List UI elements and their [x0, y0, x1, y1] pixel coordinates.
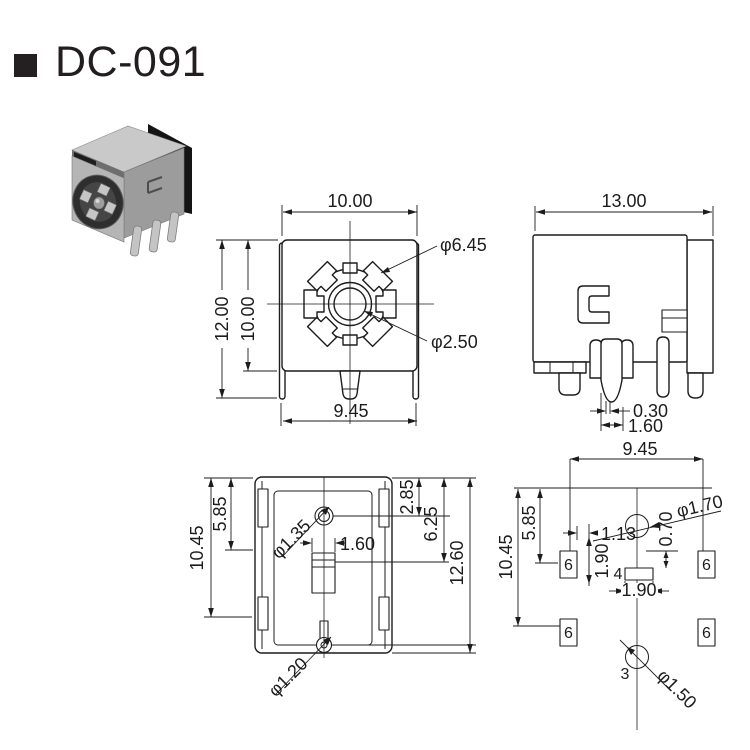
- side-dimensions: [534, 206, 714, 431]
- pad-label-top-right: 6: [702, 557, 711, 574]
- side-outline: [532, 234, 714, 403]
- dim-front-total-height: 12.00: [212, 296, 232, 341]
- pcb-slot-label: 4: [614, 566, 623, 583]
- dim-pcb-upper-height: 5.85: [519, 505, 539, 540]
- product-photo: [71, 124, 192, 257]
- front-dim-labels: 10.00 12.00 10.00 9.45 φ6.45 φ2.50: [212, 191, 487, 421]
- dim-pcb-pitch: 1.90: [592, 543, 612, 578]
- dim-front-top-width: 10.00: [327, 191, 372, 211]
- part-number: DC-091: [55, 38, 207, 86]
- photo-pins: [129, 211, 180, 257]
- dim-front-bottom-width: 9.45: [333, 401, 368, 421]
- dim-label-backer: [621, 583, 658, 598]
- dim-front-barrel-dia: φ6.45: [440, 235, 487, 255]
- pcb-dim-labels: 9.45 10.45 5.85 φ1.70 1.13 0.70 1.90 1.9…: [496, 439, 725, 713]
- dim-bottom-total-height: 10.45: [187, 525, 207, 570]
- dim-pcb-total-height: 10.45: [496, 534, 516, 579]
- pad-label-top-left: 6: [564, 557, 573, 574]
- dim-bottom-upper-height: 5.85: [210, 496, 230, 531]
- front-centerlines: [267, 221, 434, 424]
- side-view: 13.00 0.30 1.60: [532, 191, 714, 436]
- side-dim-labels: 13.00 0.30 1.60: [601, 191, 668, 436]
- part-title-block: DC-091: [14, 38, 206, 87]
- dim-bottom-mid-offset: 6.25: [421, 506, 441, 541]
- dim-bottom-hole-bottom-dia: φ1.20: [264, 653, 311, 700]
- photo-barrel-bore: [72, 174, 124, 230]
- dim-side-pin-width: 1.60: [628, 416, 663, 436]
- pad-label-bottom-right: 6: [702, 625, 711, 642]
- dim-front-body-height: 10.00: [238, 296, 258, 341]
- pcb-layout-view: 6 6 6 6: [496, 439, 725, 730]
- dim-side-depth: 13.00: [601, 191, 646, 211]
- dim-side-pin-gap: 0.30: [633, 401, 668, 421]
- dim-pcb-y-offset: 0.70: [656, 511, 676, 546]
- dim-bottom-top-offset: 2.85: [397, 479, 417, 514]
- dim-front-pin-dia: φ2.50: [431, 332, 478, 352]
- pcb-hole-label: 3: [621, 666, 630, 683]
- pcb-pads: 6 6 6 6: [559, 550, 716, 647]
- front-view: 10.00 12.00 10.00 9.45 φ6.45 φ2.50: [212, 191, 487, 426]
- pad-label-bottom-left: 6: [564, 625, 573, 642]
- title-bullet-icon: [14, 54, 37, 77]
- bottom-view: 10.45 5.85 φ1.35 1.60 2.85 6.25 12.60 φ1…: [187, 476, 476, 701]
- dim-bottom-slot-width: 1.60: [340, 534, 375, 554]
- dim-pcb-slot-width: 1.90: [621, 580, 656, 600]
- dim-pcb-width: 9.45: [622, 439, 657, 459]
- pcb-lines: [513, 456, 712, 730]
- pcb-holes: [624, 514, 654, 669]
- photo-side-marks: [147, 176, 163, 194]
- front-dimensions: [216, 205, 438, 426]
- dim-bottom-overall-height: 12.60: [447, 540, 467, 585]
- dim-pcb-hole-top-dia: φ1.70: [675, 491, 725, 521]
- dim-pcb-x-offset: 1.13: [601, 524, 636, 544]
- dim-pcb-hole-bottom-dia: φ1.50: [653, 665, 700, 712]
- bottom-dimensions: [204, 477, 476, 695]
- pcb-dimensions: [563, 510, 722, 692]
